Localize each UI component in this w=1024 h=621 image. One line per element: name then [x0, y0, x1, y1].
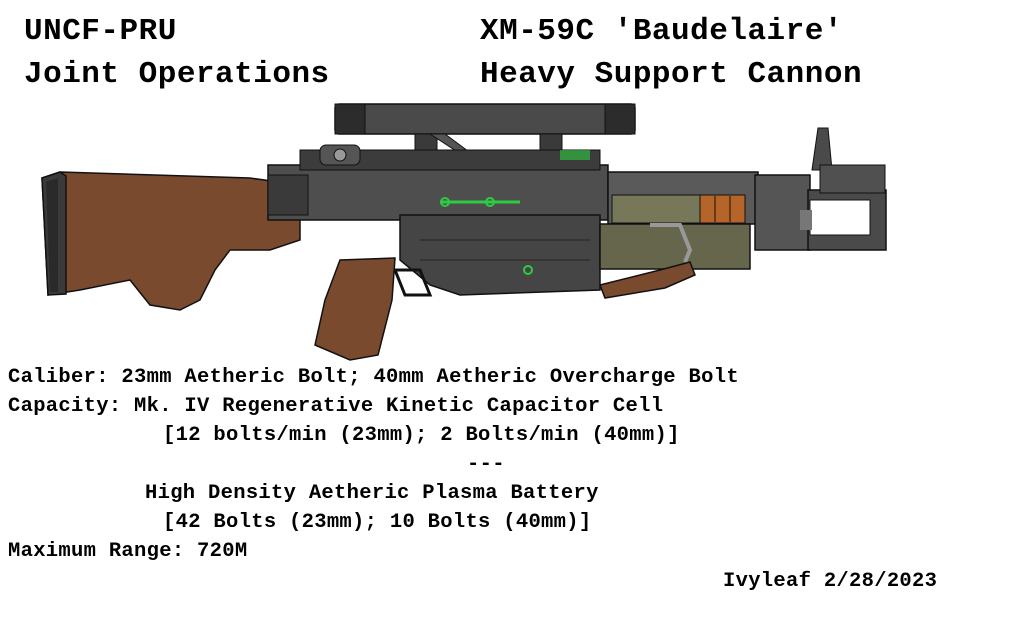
spec-capacity-rate: [12 bolts/min (23mm); 2 Bolts/min (40mm)… [163, 424, 680, 447]
muzzle-device [754, 127, 887, 251]
spec-battery: High Density Aetheric Plasma Battery [145, 482, 599, 505]
spec-range: Maximum Range: 720M [8, 540, 248, 563]
barrel-assembly [598, 171, 759, 299]
receiver [267, 144, 609, 221]
weapon-illustration [41, 103, 887, 361]
weapon-class: Heavy Support Cannon [480, 57, 863, 92]
author-signature: Ivyleaf 2/28/2023 [723, 570, 938, 593]
spec-battery-rate: [42 Bolts (23mm); 10 Bolts (40mm)] [163, 511, 592, 534]
wood-stock [41, 171, 301, 311]
spec-caliber: Caliber: 23mm Aetheric Bolt; 40mm Aether… [8, 366, 739, 389]
org-title: UNCF-PRU [24, 14, 177, 49]
org-subtitle: Joint Operations [24, 57, 330, 92]
weapon-designation: XM-59C 'Baudelaire' [480, 14, 843, 49]
scope [334, 103, 636, 161]
lower-housing [392, 214, 601, 297]
spec-capacity: Capacity: Mk. IV Regenerative Kinetic Ca… [8, 395, 664, 418]
pistol-grip [314, 257, 396, 361]
spec-separator: --- [467, 453, 505, 476]
